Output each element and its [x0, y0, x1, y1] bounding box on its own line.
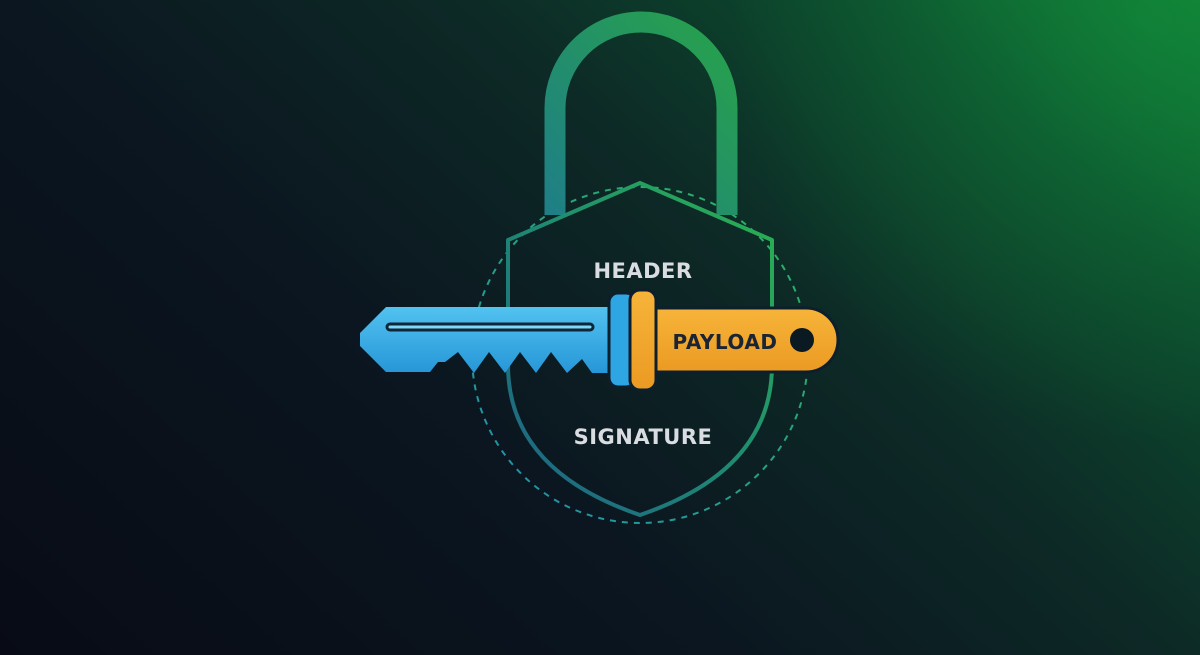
header-label: HEADER: [593, 259, 692, 283]
payload-label: PAYLOAD: [673, 330, 778, 354]
key-handle: [654, 306, 840, 374]
signature-label: SIGNATURE: [574, 425, 713, 449]
padlock-icon: [544, 11, 738, 215]
key-ring-hole: [790, 328, 814, 352]
key-blade: [360, 307, 612, 373]
key-collar-gold: [628, 288, 658, 392]
shield-icon: [506, 181, 774, 517]
key-icon: [360, 288, 840, 392]
